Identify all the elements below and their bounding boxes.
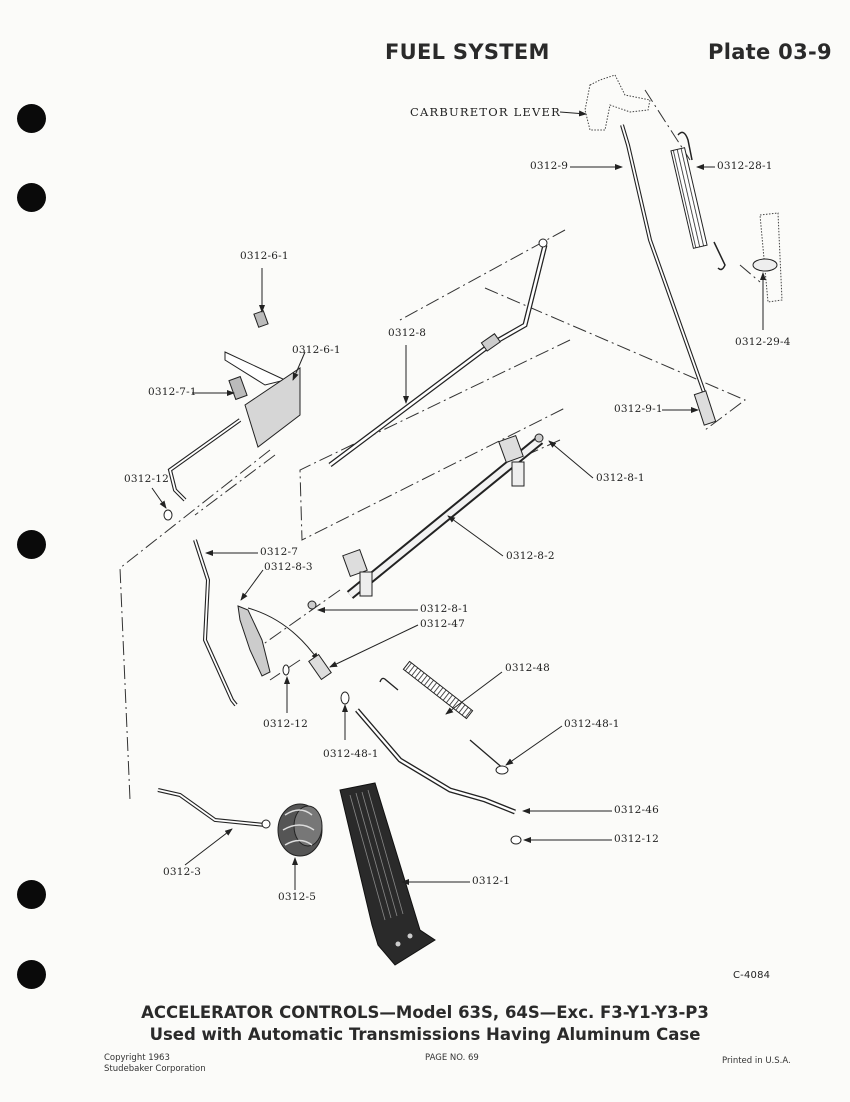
caption-line-2: Used with Automatic Transmissions Having… <box>149 1025 701 1044</box>
leader-0312-12-top <box>151 487 167 509</box>
leader-0312-6-1-plate <box>292 351 306 381</box>
callout-0312-8-1-left: 0312-8-1 <box>420 603 469 615</box>
section-title: FUEL SYSTEM <box>385 40 550 64</box>
leader-0312-48 <box>445 671 503 715</box>
leader-0312-8-2 <box>447 515 504 557</box>
binder-hole <box>17 183 46 212</box>
binder-hole <box>17 104 46 133</box>
callout-0312-12-mid: 0312-12 <box>263 718 309 730</box>
copyright-line-2: Studebaker Corporation <box>104 1064 206 1074</box>
callout-0312-7: 0312-7 <box>260 546 299 558</box>
callout-0312-12-bottom: 0312-12 <box>614 833 660 845</box>
callout-0312-7-1: 0312-7-1 <box>148 386 197 398</box>
callout-0312-28-1: 0312-28-1 <box>717 160 773 172</box>
callout-0312-6-1-top: 0312-6-1 <box>240 250 289 262</box>
callout-0312-8-2: 0312-8-2 <box>506 550 555 562</box>
callout-0312-9-1: 0312-9-1 <box>614 403 663 415</box>
callout-0312-46: 0312-46 <box>614 804 660 816</box>
callout-0312-12-top: 0312-12 <box>124 473 170 485</box>
leader-carburetor-lever <box>559 110 587 117</box>
leader-0312-3 <box>184 828 233 866</box>
callout-0312-6-1-plate: 0312-6-1 <box>292 344 341 356</box>
binder-hole <box>17 960 46 989</box>
callout-0312-48: 0312-48 <box>505 662 551 674</box>
leader-0312-8-3 <box>240 569 264 601</box>
plate-number: Plate 03-9 <box>708 40 832 64</box>
copyright: Copyright 1963 Studebaker Corporation <box>104 1053 206 1075</box>
callout-0312-47: 0312-47 <box>420 618 466 630</box>
caption-line-1: ACCELERATOR CONTROLS—Model 63S, 64S—Exc.… <box>141 1003 709 1022</box>
callout-0312-48-1-right: 0312-48-1 <box>564 718 620 730</box>
callout-0312-8-1-right: 0312-8-1 <box>596 472 645 484</box>
callout-carburetor-lever: CARBURETOR LEVER <box>410 105 561 119</box>
leader-0312-8-1-right <box>548 440 594 479</box>
figure-id: C-4084 <box>733 970 771 981</box>
copyright-line-1: Copyright 1963 <box>104 1053 170 1063</box>
callout-0312-3: 0312-3 <box>163 866 202 878</box>
callout-0312-9: 0312-9 <box>530 160 569 172</box>
callout-0312-5: 0312-5 <box>278 891 317 903</box>
callout-0312-29-4: 0312-29-4 <box>735 336 791 348</box>
binder-hole <box>17 880 46 909</box>
callout-0312-1: 0312-1 <box>472 875 511 887</box>
callout-0312-8-3: 0312-8-3 <box>264 561 313 573</box>
binder-hole <box>17 530 46 559</box>
page-number: PAGE NO. 69 <box>425 1053 479 1063</box>
leader-0312-47 <box>329 624 419 668</box>
leader-0312-48-1-right <box>505 725 563 766</box>
printed-in: Printed in U.S.A. <box>722 1056 791 1066</box>
callout-0312-48-1-left: 0312-48-1 <box>323 748 379 760</box>
callout-0312-8: 0312-8 <box>388 327 427 339</box>
